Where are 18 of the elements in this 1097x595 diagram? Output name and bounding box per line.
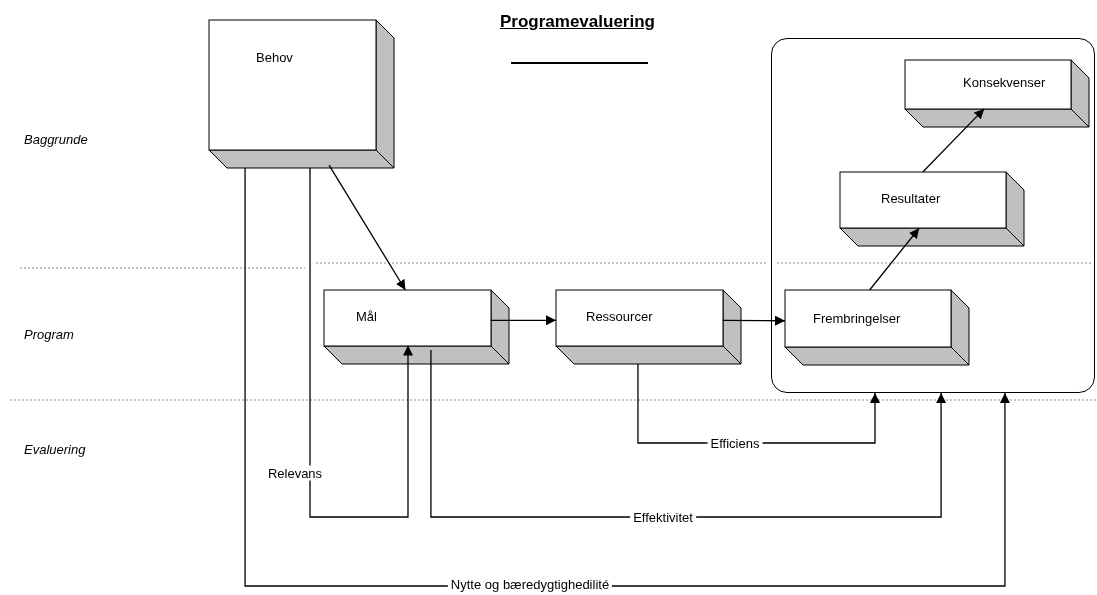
arrow [328, 164, 407, 291]
arrow [721, 315, 786, 326]
box-label: Konsekvenser [963, 75, 1046, 90]
connector-arrow [309, 167, 413, 518]
diagram-title: Programevaluering [500, 12, 655, 32]
box-label: Mål [356, 309, 377, 324]
section-label: Evaluering [24, 442, 86, 457]
box-label: Behov [256, 50, 293, 65]
box-label: Frembringelser [813, 311, 901, 326]
section-label: Baggrunde [24, 132, 88, 147]
box-label: Resultater [881, 191, 941, 206]
group-frame [771, 38, 1095, 393]
arrow [489, 315, 557, 326]
arrow [869, 227, 920, 291]
box-label: Ressourcer [586, 309, 653, 324]
section-label: Program [24, 327, 74, 342]
connector-arrow [430, 349, 947, 518]
arrow [922, 108, 985, 173]
